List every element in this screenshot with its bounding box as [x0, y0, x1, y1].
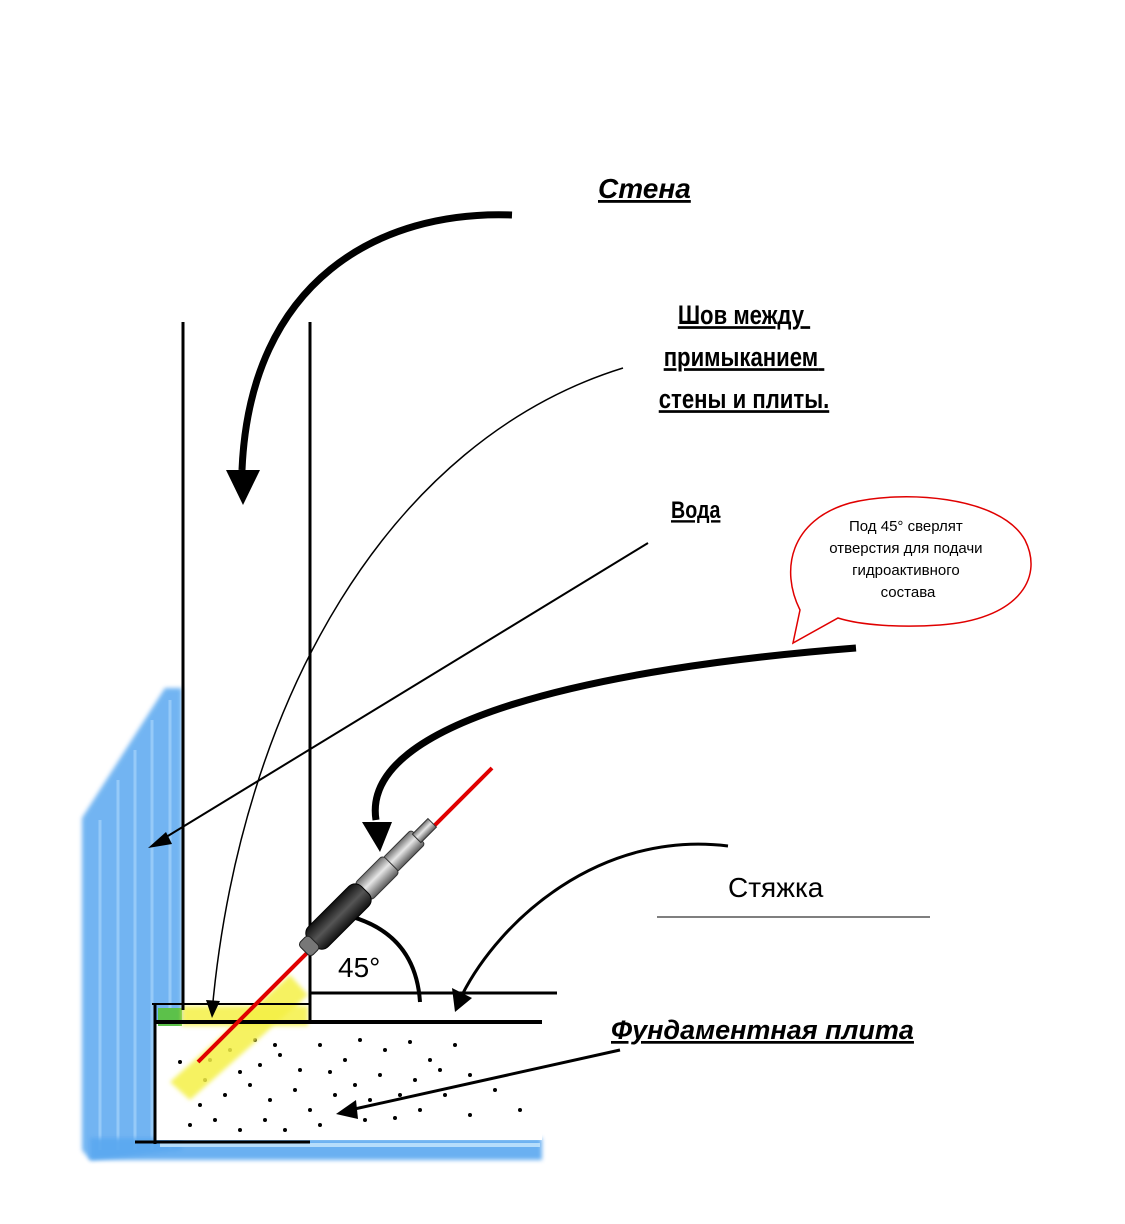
- foundation-arrow: [349, 1048, 621, 1112]
- callout-line-1: Под 45° сверлят: [849, 518, 963, 535]
- foundation-slab: [155, 1024, 542, 1140]
- seam-label-line-3: стены и плиты.: [659, 385, 829, 415]
- structure-lines: [135, 322, 557, 1144]
- seam-arrow-head: [206, 1000, 220, 1018]
- seam-label-line-2: примыканием: [664, 343, 818, 373]
- svg-text:Шов между примыканием: Шов между примыканием стены и плиты.: [659, 301, 829, 415]
- injection-arrow: [371, 644, 857, 821]
- water-bottom-highlight: [160, 1143, 540, 1147]
- seam-label-line-1: Шов между: [678, 301, 804, 331]
- callout-line-2: отверстия для подачи: [829, 540, 982, 557]
- water-label: Вода: [671, 496, 721, 523]
- foundation-label: Фундаментная плита: [611, 1015, 914, 1045]
- screed-arrow: [460, 842, 729, 996]
- water-arrow-head: [148, 832, 172, 848]
- screed-arrow-head: [452, 988, 472, 1012]
- wall-arrow-head: [226, 470, 260, 505]
- seam-arrow: [211, 367, 624, 1013]
- callout-line-3: гидроактивного: [852, 562, 960, 579]
- drill-injector-icon: [298, 817, 438, 957]
- svg-text:Под 45° сверлят отверсти: Под 45° сверлят отверстия для подачи гид…: [829, 518, 986, 601]
- wall-label: Стена: [598, 173, 691, 204]
- callout-line-4: состава: [881, 584, 936, 601]
- seam-label: Шов между примыканием стены и плиты.: [659, 301, 829, 415]
- screed-label: Стяжка: [728, 872, 824, 903]
- foundation-arrow-head: [336, 1100, 358, 1119]
- water-arrow: [157, 542, 649, 843]
- angle-label: 45°: [338, 952, 380, 983]
- arrows: [148, 211, 857, 1119]
- wall-arrow: [238, 211, 513, 471]
- callout-bubble: Под 45° сверлят отверстия для подачи гид…: [789, 496, 1032, 645]
- injection-arrow-head: [362, 822, 392, 852]
